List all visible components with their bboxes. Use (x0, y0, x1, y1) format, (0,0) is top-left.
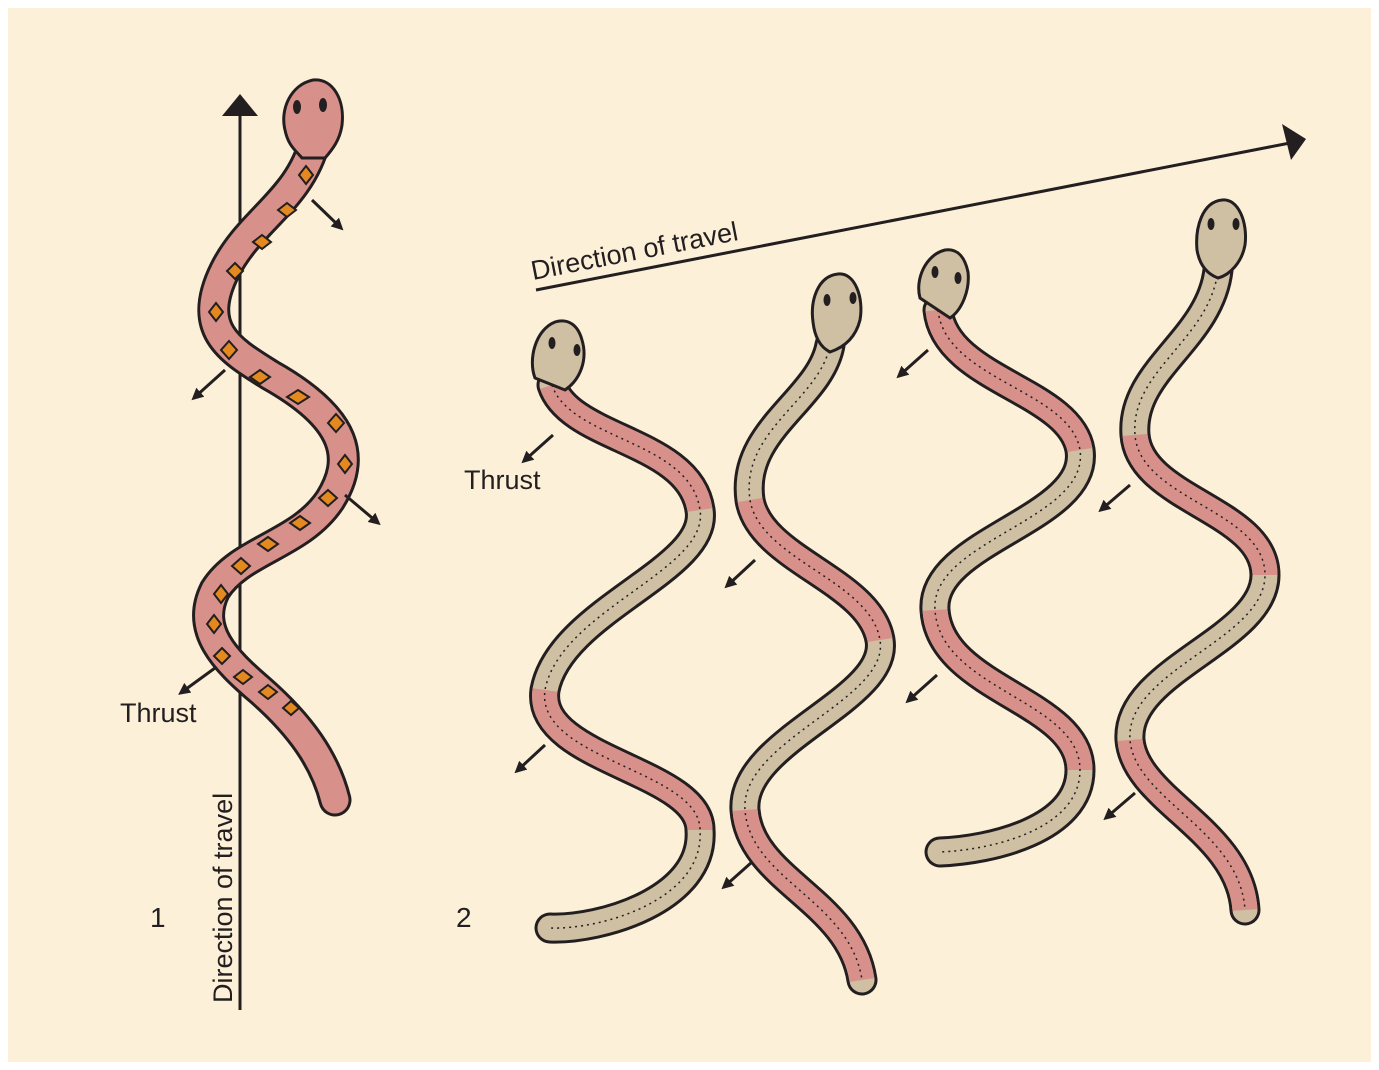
eye-icon (824, 294, 831, 306)
eye-icon (932, 266, 939, 278)
eye-icon (1233, 218, 1240, 230)
eye-icon (549, 337, 556, 349)
eye-icon (1208, 218, 1215, 230)
snake-1-eye-icon (319, 98, 327, 112)
eye-icon (850, 292, 857, 304)
eye-icon (955, 272, 962, 284)
snake-1-eye-icon (293, 100, 301, 114)
snake-1-head (284, 80, 343, 158)
thrust-label-1: Thrust (120, 698, 197, 728)
panel-2-number: 2 (456, 902, 472, 933)
panel-1-number: 1 (150, 902, 166, 933)
thrust-label-2: Thrust (464, 465, 541, 495)
direction-label-vertical: Direction of travel (208, 793, 238, 1003)
eye-icon (574, 344, 581, 356)
